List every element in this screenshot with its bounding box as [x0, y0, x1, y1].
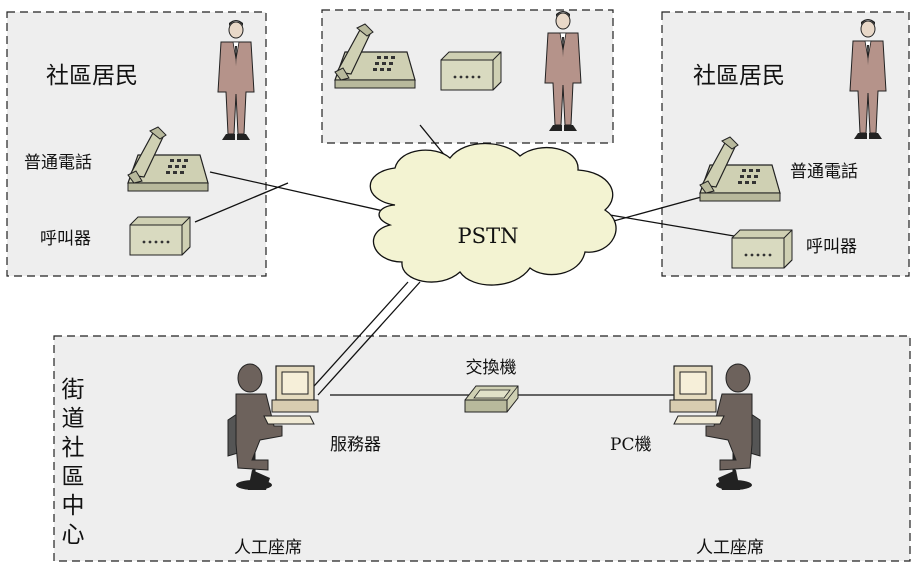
pstn-label: PSTN: [458, 224, 519, 248]
left-seat-label: 人工座席: [234, 538, 302, 558]
svg-text:中: 中: [62, 493, 85, 519]
switch-icon: [464, 385, 519, 413]
left-phone-label: 普通電話: [24, 153, 92, 173]
community-center-title: 街 道 社 區 中 心: [62, 377, 85, 548]
left-residents-title: 社區居民: [46, 63, 138, 89]
svg-text:街: 街: [62, 377, 85, 403]
pstn-cloud: [369, 142, 617, 286]
right-seat-label: 人工座席: [696, 538, 764, 558]
server-label: 服務器: [330, 435, 381, 455]
pager-icon: [129, 216, 191, 256]
community-center-box: [53, 335, 911, 562]
svg-text:道: 道: [62, 406, 85, 432]
pager-icon: [731, 229, 793, 269]
right-phone-label: 普通電話: [790, 162, 858, 182]
pc-label: PC機: [610, 435, 651, 455]
right-residents-title: 社區居民: [693, 63, 785, 89]
svg-text:區: 區: [62, 464, 85, 490]
left-pager-label: 呼叫器: [40, 229, 91, 249]
pager-icon: [440, 51, 502, 91]
right-pager-label: 呼叫器: [806, 237, 857, 257]
switch-label: 交換機: [466, 358, 517, 378]
svg-text:社: 社: [62, 435, 85, 461]
svg-text:心: 心: [62, 522, 85, 548]
